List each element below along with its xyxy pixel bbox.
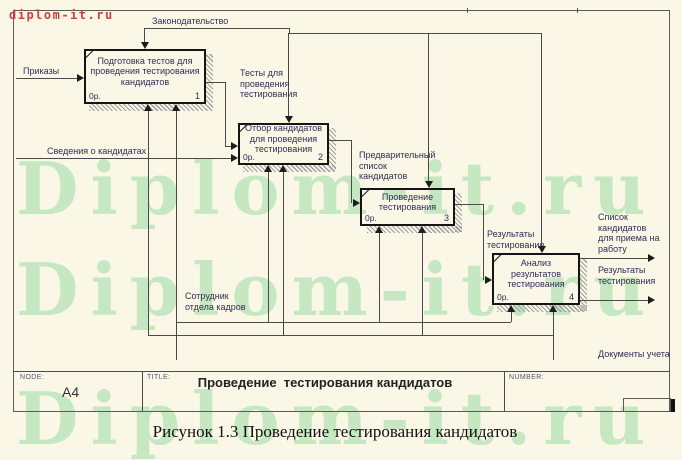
frame-tick [467,8,468,13]
activity-box-4: Анализ результатов тестирования 0р. 4 [492,253,580,305]
arrow-segment [176,322,511,323]
node-label: NODE: [20,374,45,381]
arrowhead-right-icon [485,276,492,284]
box-shadow-hatch [243,165,336,172]
site-url-text: diplom-it.ru [9,8,114,22]
box-shadow-hatch [367,226,462,233]
arrow-segment [268,172,269,322]
arrow-label-test-results: Результаты тестирования [487,229,545,250]
arrow-label-accounting-docs: Документы учета [598,349,670,359]
arrow-segment [289,28,290,33]
arrowhead-right-icon [353,199,360,207]
arrowhead-right-icon [231,142,238,150]
arrow-label-candidate-info: Сведения о кандидатах [47,146,147,156]
arrowhead-right-icon [231,154,238,162]
box-shadow-hatch [455,193,462,232]
activity-number: 2 [317,152,323,162]
box-shadow-hatch [580,258,587,311]
activity-number: 4 [568,292,574,302]
arrowhead-up-icon [172,104,180,111]
arrow-segment [553,312,554,360]
arrowhead-up-icon [144,104,152,111]
activity-cost: 0р. [497,292,509,302]
activity-title: Подготовка тестов для проведения тестиро… [90,55,200,87]
title-bar-divider [504,371,505,411]
arrow-segment [289,33,542,34]
activity-cost: 0р. [365,213,377,223]
diagram-frame [13,10,670,412]
arrow-segment [351,140,352,203]
box-shadow-hatch [497,305,587,312]
arrow-segment [16,158,231,159]
arrow-label-tests: Тесты для проведения тестирования [240,68,298,99]
frame-tick [577,8,578,13]
arrow-label-preliminary-list: Предварительный список кандидатов [359,150,436,181]
arrow-segment [580,258,648,259]
title-bar-divider [142,371,143,411]
arrowhead-up-icon [549,305,557,312]
activity-number: 3 [443,213,449,223]
arrowhead-right-icon [648,296,655,304]
arrow-segment [455,204,483,205]
arrow-segment [428,33,429,182]
arrow-segment [148,335,553,336]
arrow-segment [225,82,226,146]
activity-cost: 0р. [243,152,255,162]
page-number-box [623,398,671,412]
arrow-segment [148,111,149,335]
arrow-label-hr-employee: Сотрудник отдела кадров [185,291,246,312]
arrow-label-test-results-out: Результаты тестирования [598,265,656,286]
number-label: NUMBER: [509,374,545,381]
arrowhead-up-icon [418,226,426,233]
arrowhead-down-icon [285,116,293,123]
diagram-title: Проведение тестирования кандидатов [197,375,453,390]
arrow-segment [176,111,177,360]
arrowhead-down-icon [538,246,546,253]
arrow-label-legislation: Законодательство [152,16,229,26]
watermark-row: Diplom-it.ru [16,448,658,460]
arrowhead-up-icon [375,226,383,233]
box-shadow-hatch [329,128,336,171]
arrowhead-up-icon [507,305,515,312]
arrowhead-right-icon [77,74,84,82]
arrow-label-orders: Приказы [23,66,60,76]
title-bar-top-line [13,371,669,372]
arrow-segment [144,28,290,29]
edge-mark [671,399,675,412]
node-value: A4 [62,384,80,400]
activity-cost: 0р. [89,91,101,101]
title-label: TITLE: [147,374,171,381]
activity-box-2: Отбор кандидатов для проведения тестиров… [238,123,329,165]
arrow-segment [144,28,145,43]
arrow-segment [206,82,225,83]
arrowhead-up-icon [264,165,272,172]
arrow-label-hire-list: Список кандидатов для приема на работу [598,212,660,254]
arrowhead-down-icon [141,42,149,49]
arrow-segment [288,33,289,117]
arrow-segment [225,146,231,147]
activity-title: Отбор кандидатов для проведения тестиров… [244,123,323,155]
arrow-segment [283,172,284,335]
activity-number: 1 [194,91,200,101]
arrow-segment [329,140,351,141]
arrow-segment [541,33,542,247]
arrow-segment [422,233,423,335]
arrow-segment [379,233,380,322]
arrowhead-right-icon [648,254,655,262]
activity-box-1: Подготовка тестов для проведения тестиро… [84,49,206,104]
activity-title: Анализ результатов тестирования [507,258,565,290]
arrowhead-up-icon [279,165,287,172]
arrow-segment [580,300,648,301]
activity-box-3: Проведение тестирования 0р. 3 [360,188,455,226]
activity-title: Проведение тестирования [378,191,437,213]
arrow-segment [483,204,484,280]
arrow-segment [16,78,78,79]
figure-caption: Рисунок 1.3 Проведение тестирования канд… [152,422,518,441]
arrowhead-down-icon [425,181,433,188]
arrow-segment [511,312,512,322]
